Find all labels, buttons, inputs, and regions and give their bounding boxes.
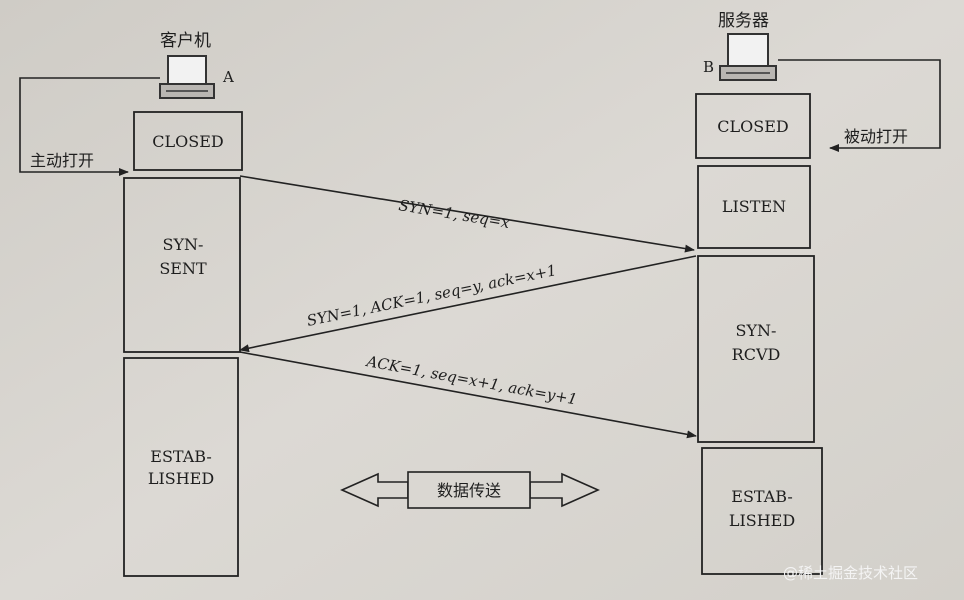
passive-open-arrow: [778, 59, 941, 152]
server-established-line1: ESTAB-: [731, 487, 792, 506]
syn-ack-arrow: [239, 255, 697, 353]
client-title: 客户机: [160, 31, 211, 51]
client-closed-label: CLOSED: [152, 132, 223, 151]
server-syn-rcvd-line1: SYN-: [736, 321, 777, 340]
server-listen-box: [697, 165, 811, 249]
client-syn-sent-box: [123, 177, 241, 353]
passive-open-label: 被动打开: [844, 127, 908, 146]
data-transfer-label: 数据传送: [437, 481, 501, 500]
client-letter: A: [222, 68, 234, 86]
ack-arrow: [239, 351, 697, 439]
watermark-text: @稀土掘金技术社区: [783, 564, 918, 582]
active-open-label: 主动打开: [30, 151, 94, 170]
server-syn-rcvd-line2: RCVD: [732, 345, 781, 364]
server-computer-icon: [719, 33, 777, 81]
server-closed-box: [695, 93, 811, 159]
client-syn-sent-line2: SENT: [159, 259, 207, 278]
syn-arrow: [239, 175, 695, 253]
server-letter: B: [703, 58, 714, 76]
client-established-line2: LISHED: [148, 469, 214, 488]
active-open-arrow: [19, 77, 160, 176]
client-established-line1: ESTAB-: [150, 447, 211, 466]
client-closed-box: [133, 111, 243, 171]
server-established-line2: LISHED: [729, 511, 795, 530]
server-listen-label: LISTEN: [722, 197, 786, 216]
server-title: 服务器: [718, 11, 769, 31]
client-established-box: [123, 357, 239, 577]
client-syn-sent-line1: SYN-: [163, 235, 204, 254]
server-closed-label: CLOSED: [717, 117, 788, 136]
data-transfer-double-arrow: [340, 471, 600, 509]
server-established-box: [701, 447, 823, 575]
server-syn-rcvd-box: [697, 255, 815, 443]
client-computer-icon: [159, 55, 215, 99]
